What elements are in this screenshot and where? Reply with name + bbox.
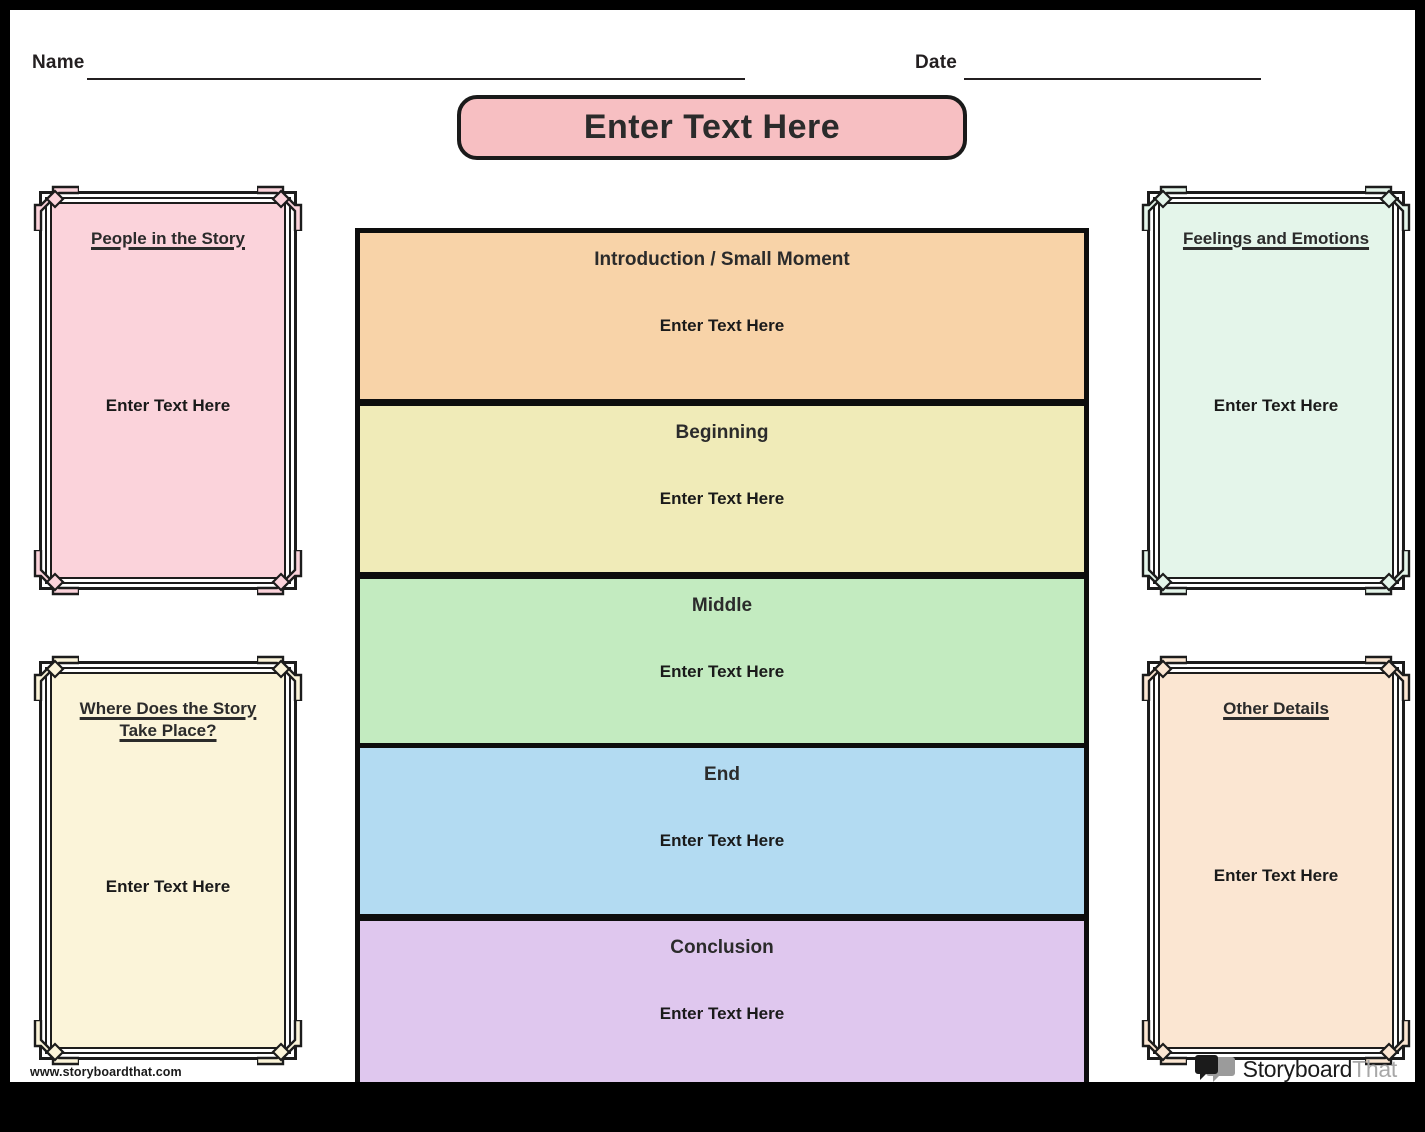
panel-title: Where Does the Story Take Place?	[79, 699, 257, 740]
panel-placeholder-text: Enter Text Here	[105, 396, 231, 416]
frame-outer-line	[39, 661, 297, 1060]
frame-inner-line	[1158, 202, 1394, 579]
panel-content: Where Does the Story Take Place? Enter T…	[52, 674, 284, 1047]
panel-background	[52, 204, 284, 577]
story-structure-stack: Introduction / Small Moment Enter Text H…	[355, 228, 1089, 1082]
website-url-text: www.storyboardthat.com	[30, 1065, 182, 1079]
story-row-placeholder-text: Enter Text Here	[659, 831, 785, 850]
storyboardthat-logo: Storyboard That	[1194, 1054, 1397, 1082]
panel-background	[52, 674, 284, 1047]
story-row-title: End	[704, 764, 740, 785]
panel-content: People in the Story Enter Text Here	[52, 204, 284, 577]
name-input-line[interactable]	[87, 78, 745, 80]
brand-name-secondary: That	[1352, 1055, 1397, 1082]
panel-people-in-the-story[interactable]: People in the Story Enter Text Here	[33, 185, 303, 596]
story-row-introduction[interactable]: Introduction / Small Moment Enter Text H…	[355, 228, 1089, 404]
frame-middle-line	[45, 667, 291, 1054]
frame-outer-line	[39, 191, 297, 590]
panel-content: Feelings and Emotions Enter Text Here	[1160, 204, 1392, 577]
date-input-line[interactable]	[964, 78, 1261, 80]
panel-background	[1160, 204, 1392, 577]
story-row-title: Middle	[691, 595, 753, 616]
name-date-row: Name Date	[10, 42, 1415, 82]
panel-placeholder-text: Enter Text Here	[1213, 866, 1339, 886]
panel-title: Feelings and Emotions	[1182, 229, 1370, 248]
panel-story-setting[interactable]: Where Does the Story Take Place? Enter T…	[33, 655, 303, 1066]
worksheet-title-banner[interactable]: Enter Text Here	[457, 95, 967, 160]
frame-inner-line	[1158, 672, 1394, 1049]
story-row-placeholder-text: Enter Text Here	[659, 662, 785, 681]
frame-middle-line	[1153, 667, 1399, 1054]
story-row-beginning[interactable]: Beginning Enter Text Here	[355, 401, 1089, 577]
panel-placeholder-text: Enter Text Here	[105, 877, 231, 897]
panel-feelings-and-emotions[interactable]: Feelings and Emotions Enter Text Here	[1141, 185, 1411, 596]
panel-text-area[interactable]: Enter Text Here	[66, 250, 270, 563]
frame-middle-line	[45, 197, 291, 584]
frame-outer-line	[1147, 191, 1405, 590]
panel-text-area[interactable]: Enter Text Here	[1174, 720, 1378, 1033]
story-row-placeholder-text: Enter Text Here	[659, 489, 785, 508]
story-row-title: Conclusion	[670, 937, 774, 958]
frame-middle-line	[1153, 197, 1399, 584]
story-row-title: Beginning	[675, 422, 769, 443]
frame-inner-line	[50, 672, 286, 1049]
panel-content: Other Details Enter Text Here	[1160, 674, 1392, 1047]
panel-placeholder-text: Enter Text Here	[1213, 396, 1339, 416]
brand-name-primary: Storyboard	[1242, 1055, 1353, 1082]
story-row-title: Introduction / Small Moment	[594, 249, 850, 270]
worksheet-page: Name Date Enter Text Here Peopl	[10, 10, 1415, 1082]
panel-other-details[interactable]: Other Details Enter Text Here	[1141, 655, 1411, 1066]
worksheet-title-text: Enter Text Here	[583, 108, 841, 146]
speech-bubbles-icon	[1194, 1055, 1235, 1082]
panel-text-area[interactable]: Enter Text Here	[66, 742, 270, 1034]
frame-outer-line	[1147, 661, 1405, 1060]
frame-inner-line	[50, 202, 286, 579]
story-row-placeholder-text: Enter Text Here	[659, 1004, 785, 1023]
story-row-conclusion[interactable]: Conclusion Enter Text Here	[355, 916, 1089, 1082]
story-row-placeholder-text: Enter Text Here	[659, 316, 785, 335]
name-label: Name	[32, 52, 85, 73]
story-row-middle[interactable]: Middle Enter Text Here	[355, 574, 1089, 750]
date-label: Date	[915, 52, 957, 73]
panel-title: People in the Story	[91, 229, 245, 248]
panel-title: Other Details	[1223, 699, 1329, 718]
story-row-end[interactable]: End Enter Text Here	[355, 743, 1089, 919]
panel-text-area[interactable]: Enter Text Here	[1174, 250, 1378, 563]
panel-background	[1160, 674, 1392, 1047]
